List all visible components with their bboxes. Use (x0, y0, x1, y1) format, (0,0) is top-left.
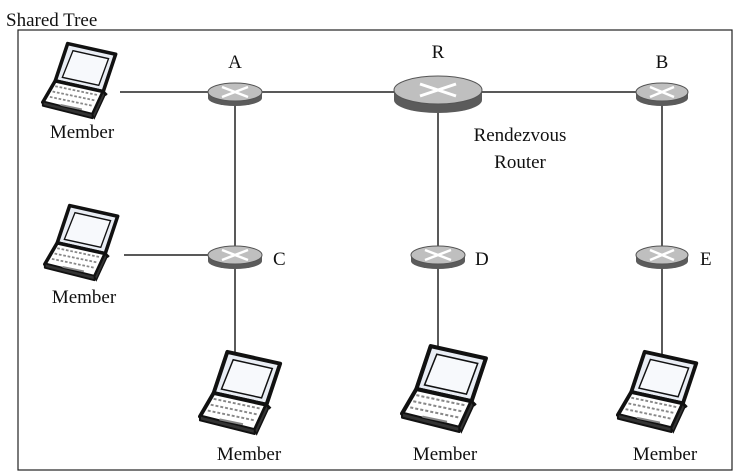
router-c-label: C (273, 249, 286, 270)
laptop-icon (40, 41, 118, 120)
member-top-left: Member (40, 41, 118, 143)
router-d-label: D (475, 249, 489, 270)
diagram-title: Shared Tree (6, 10, 97, 31)
laptop-icon (402, 346, 486, 432)
member-bottom-e: Member (618, 352, 698, 465)
rendezvous-caption-line1: Rendezvous (474, 125, 567, 146)
router-r-label: R (432, 42, 445, 63)
laptop-icon (200, 352, 280, 434)
router-a-label: A (228, 52, 242, 73)
router-icon (207, 245, 263, 269)
member-bottom-c: Member (200, 352, 282, 465)
router-c: C (207, 245, 286, 270)
diagram-frame (17, 29, 733, 471)
router-b: B (635, 52, 689, 106)
member-bottom-d: Member (402, 346, 486, 465)
member-mid-left: Member (42, 203, 120, 308)
member-label: Member (217, 444, 282, 465)
router-d: D (410, 245, 489, 270)
laptop-icon (618, 352, 696, 432)
laptop-icon (42, 203, 120, 282)
member-label: Member (413, 444, 478, 465)
router-b-label: B (656, 52, 669, 73)
router-e: E (635, 245, 712, 270)
router-e-label: E (700, 249, 712, 270)
rendezvous-caption-line2: Router (494, 152, 546, 173)
router-icon (393, 75, 483, 113)
router-icon (635, 82, 689, 106)
member-label: Member (50, 122, 115, 143)
router-r: R (393, 42, 483, 113)
router-a: A (207, 52, 263, 106)
router-icon (207, 82, 263, 106)
router-icon (635, 245, 689, 269)
router-icon (410, 245, 466, 269)
member-label: Member (52, 287, 117, 308)
links (120, 91, 663, 356)
member-label: Member (633, 444, 698, 465)
